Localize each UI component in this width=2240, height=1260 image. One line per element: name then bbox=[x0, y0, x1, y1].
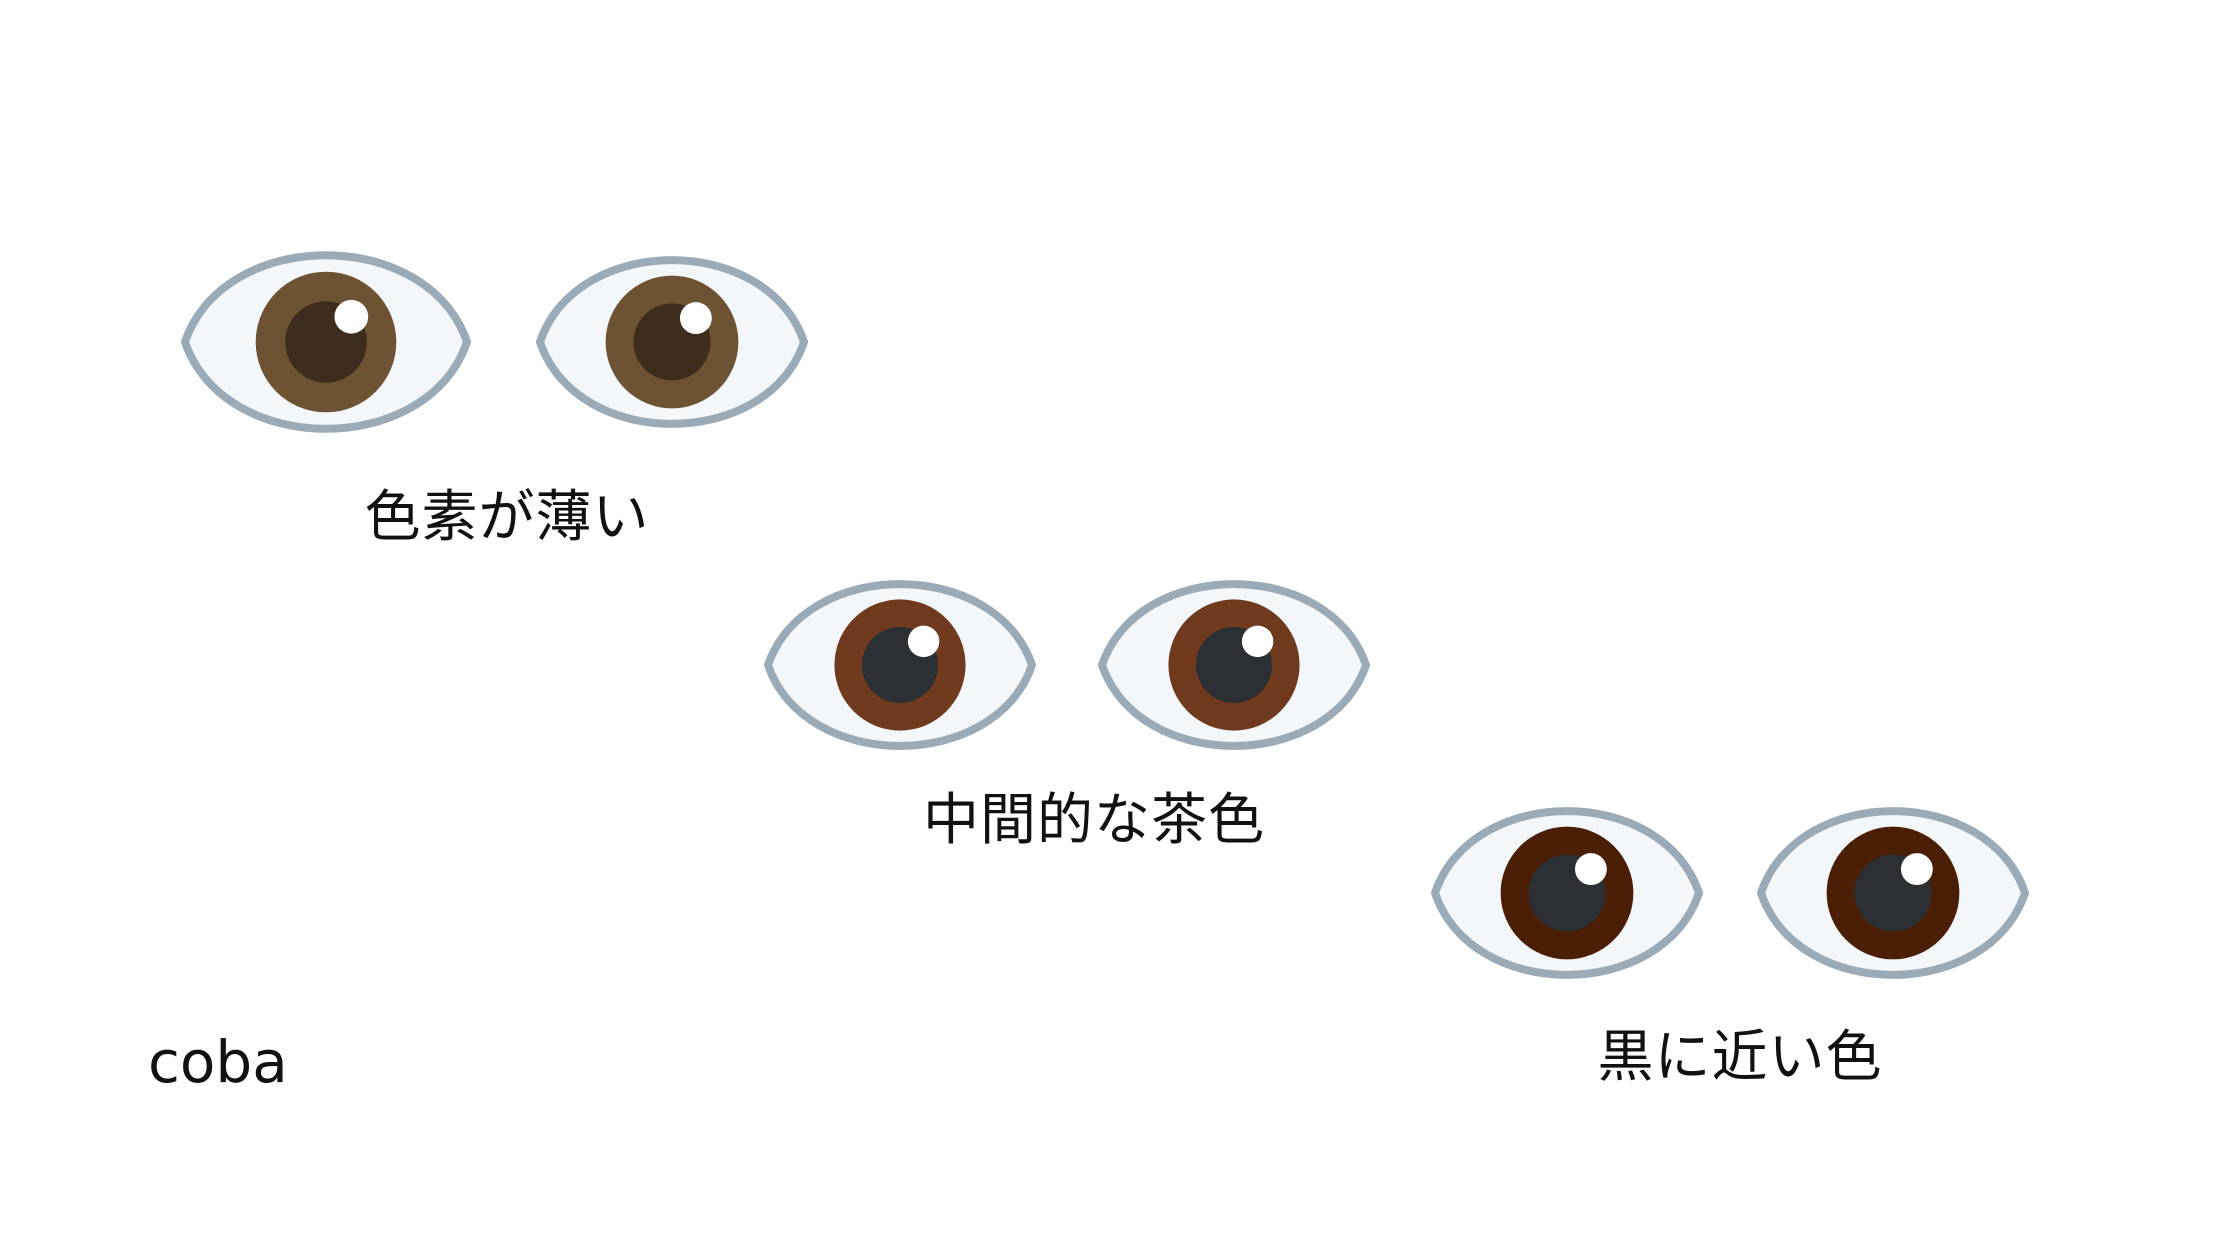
caption-medium-brown: 中間的な茶色 bbox=[923, 788, 1265, 853]
eye-highlight bbox=[334, 299, 369, 334]
eye-icon bbox=[1757, 807, 2029, 979]
eye-highlight bbox=[1900, 853, 1933, 886]
eye-pair-dark bbox=[1431, 807, 2029, 979]
brand-logo-text: coba bbox=[148, 1028, 288, 1096]
eye-icon bbox=[764, 580, 1036, 750]
eye-icon bbox=[1431, 807, 1703, 979]
eye-icon bbox=[536, 256, 808, 428]
eye-highlight bbox=[1241, 625, 1274, 658]
eye-pair-medium bbox=[764, 580, 1370, 750]
eye-highlight bbox=[679, 302, 712, 335]
eye-icon bbox=[1098, 580, 1370, 750]
eye-highlight bbox=[907, 625, 940, 658]
eye-highlight bbox=[1574, 853, 1607, 886]
eye-icon bbox=[181, 251, 471, 433]
caption-near-black: 黒に近い色 bbox=[1597, 1025, 1883, 1090]
caption-light-pigment: 色素が薄い bbox=[364, 485, 650, 550]
eye-pair-light bbox=[181, 251, 808, 433]
